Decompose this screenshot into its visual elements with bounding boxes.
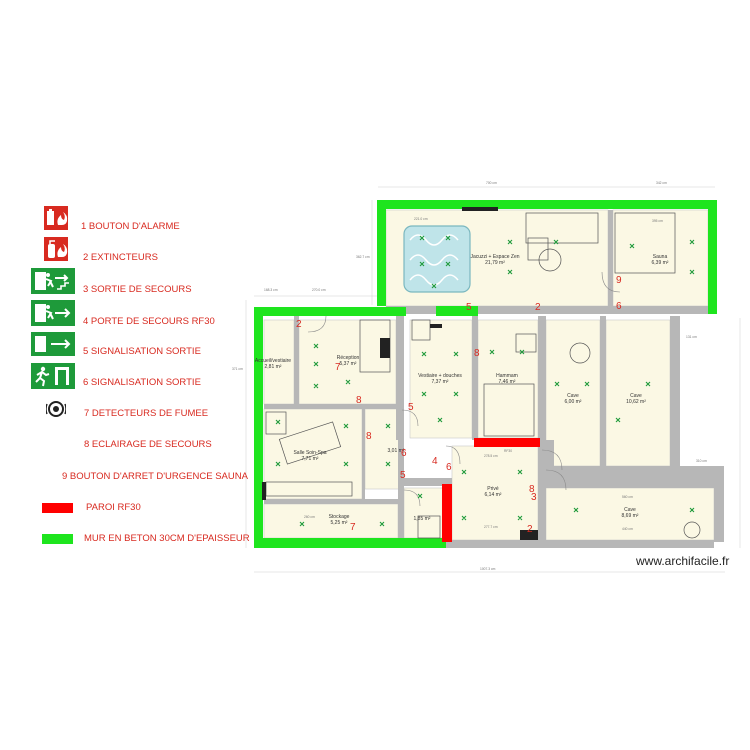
dimension-texts: 700 cm 342 cm 168.3 cm 270.0 cm 1007.3 c… — [232, 181, 707, 571]
room-area: 6,14 m² — [485, 492, 502, 498]
legend-label: 9 BOUTON D'ARRET D'URGENCE SAUNA — [62, 471, 248, 482]
room-name: Jacuzzi + Espace Zen — [470, 254, 519, 260]
marker: 9 — [616, 275, 622, 286]
marker: 2 — [296, 319, 302, 330]
legend-label: 7 DETECTEURS DE FUMEE — [84, 408, 209, 419]
room-area: 5,25 m² — [331, 520, 348, 526]
marker: 6 — [446, 462, 452, 473]
dimension-label: 342 cm — [656, 181, 667, 185]
dimension-label: 362.7 cm — [356, 255, 370, 259]
room-name: Accueil/vestiaire — [255, 358, 291, 364]
room-area: 3,01 m² — [388, 448, 405, 454]
room-area: 6,39 m² — [652, 260, 669, 266]
marker: 2 — [535, 302, 541, 313]
room-area: 6,00 m² — [565, 399, 582, 405]
legend: 1 BOUTON D'ALARME 2 EXTINCTEURS 3 SORTIE… — [0, 0, 260, 560]
door-swings — [307, 271, 621, 507]
marker: 2 — [527, 524, 533, 535]
room-name: Vestiaire + douches — [418, 373, 462, 379]
legend-label: 5 SIGNALISATION SORTIE — [83, 346, 201, 357]
marker: 4 — [432, 456, 438, 467]
dimension-lines — [245, 186, 741, 573]
room-name: Cave — [567, 393, 579, 399]
legend-label: 4 PORTE DE SECOURS RF30 — [83, 316, 215, 327]
room-name: Privé — [487, 486, 499, 492]
dimension-label: 277.7 cm — [484, 525, 498, 529]
marker: 8 — [529, 484, 535, 495]
rf30-swatch-icon — [42, 503, 73, 513]
marker: 7 — [350, 522, 356, 533]
room-labels: Jacuzzi + Espace Zen 21,79 m² Sauna 6,39… — [255, 254, 669, 526]
room-name: Salle Soin-Spa — [293, 450, 326, 456]
concrete-wall-swatch-icon — [42, 534, 73, 544]
dimension-label: 168.3 cm — [264, 288, 278, 292]
jacuzzi-pool — [403, 225, 471, 293]
room-area: 7,71 m² — [302, 456, 319, 462]
dimension-label: 560 cm — [622, 495, 633, 499]
legend-label: MUR EN BETON 30CM D'EPAISSEUR — [84, 533, 250, 544]
room-area: 5,37 m² — [340, 361, 357, 367]
dimension-label: 395 cm — [652, 219, 663, 223]
room-name: Stockage — [329, 514, 350, 520]
legend-label: PAROI RF30 — [86, 502, 141, 513]
furniture — [265, 212, 701, 539]
fire-extinguisher-icon — [44, 237, 68, 261]
room-area: 7,46 m² — [499, 379, 516, 385]
room-area: 2,81 m² — [265, 364, 282, 370]
marker: 6 — [616, 301, 622, 312]
legend-label: 2 EXTINCTEURS — [83, 252, 158, 263]
marker: 8 — [366, 431, 372, 442]
legend-label: 1 BOUTON D'ALARME — [81, 221, 180, 232]
interior-walls — [264, 210, 724, 548]
dimension-label: 278.5 cm — [484, 454, 498, 458]
marker: 5 — [466, 302, 472, 313]
dimension-label: 1007.3 cm — [480, 567, 496, 571]
rf30-label: RF30 — [504, 449, 512, 453]
emergency-door-sign-icon — [31, 300, 75, 326]
rf30-walls — [442, 438, 540, 542]
concrete-walls — [254, 200, 717, 548]
room-name: Sauna — [653, 254, 668, 260]
room-area: 7,37 m² — [432, 379, 449, 385]
marker: 8 — [474, 348, 480, 359]
dimension-label: 310 cm — [696, 459, 707, 463]
dimension-label: 270.0 cm — [312, 288, 326, 292]
room-area: 8,69 m² — [622, 513, 639, 519]
dimension-label: 700 cm — [486, 181, 497, 185]
dimension-label: 440 cm — [622, 527, 633, 531]
room-floors — [263, 209, 715, 541]
room-name: Réception — [337, 355, 360, 361]
fire-alarm-button-icon — [44, 206, 68, 230]
room-name: Cave — [624, 507, 636, 513]
safety-markers: 6 5 2 9 2 7 8 5 8 8 5 6 4 6 8 3 2 7 — [296, 275, 622, 535]
watermark: www.archifacile.fr — [636, 554, 730, 568]
dimension-label: 131 cm — [686, 335, 697, 339]
room-name: Hammam — [496, 373, 518, 379]
room-area: 1,85 m² — [414, 516, 431, 522]
marker: 5 — [400, 470, 406, 481]
emergency-exit-sign-icon — [31, 268, 75, 294]
smoke-detector-icon — [46, 401, 66, 417]
marker: 5 — [408, 402, 414, 413]
legend-label: 6 SIGNALISATION SORTIE — [83, 377, 201, 388]
smoke-detector-markers — [275, 235, 695, 527]
exit-sign-icon — [31, 332, 75, 356]
dimension-label: 221.0 cm — [414, 217, 428, 221]
dark-fixtures — [262, 207, 538, 540]
marker: 3 — [531, 492, 537, 503]
legend-label: 3 SORTIE DE SECOURS — [83, 284, 192, 295]
room-name: Cave — [630, 393, 642, 399]
room-area: 10,62 m² — [626, 399, 646, 405]
marker: 6 — [401, 448, 407, 459]
dimension-label: 260 cm — [304, 515, 315, 519]
marker: 7 — [335, 362, 341, 373]
marker: 8 — [356, 395, 362, 406]
dimension-label: 371 cm — [232, 367, 243, 371]
exit-sign-running-icon — [31, 363, 75, 389]
legend-label: 8 ECLAIRAGE DE SECOURS — [84, 439, 212, 450]
room-area: 21,79 m² — [485, 260, 505, 266]
